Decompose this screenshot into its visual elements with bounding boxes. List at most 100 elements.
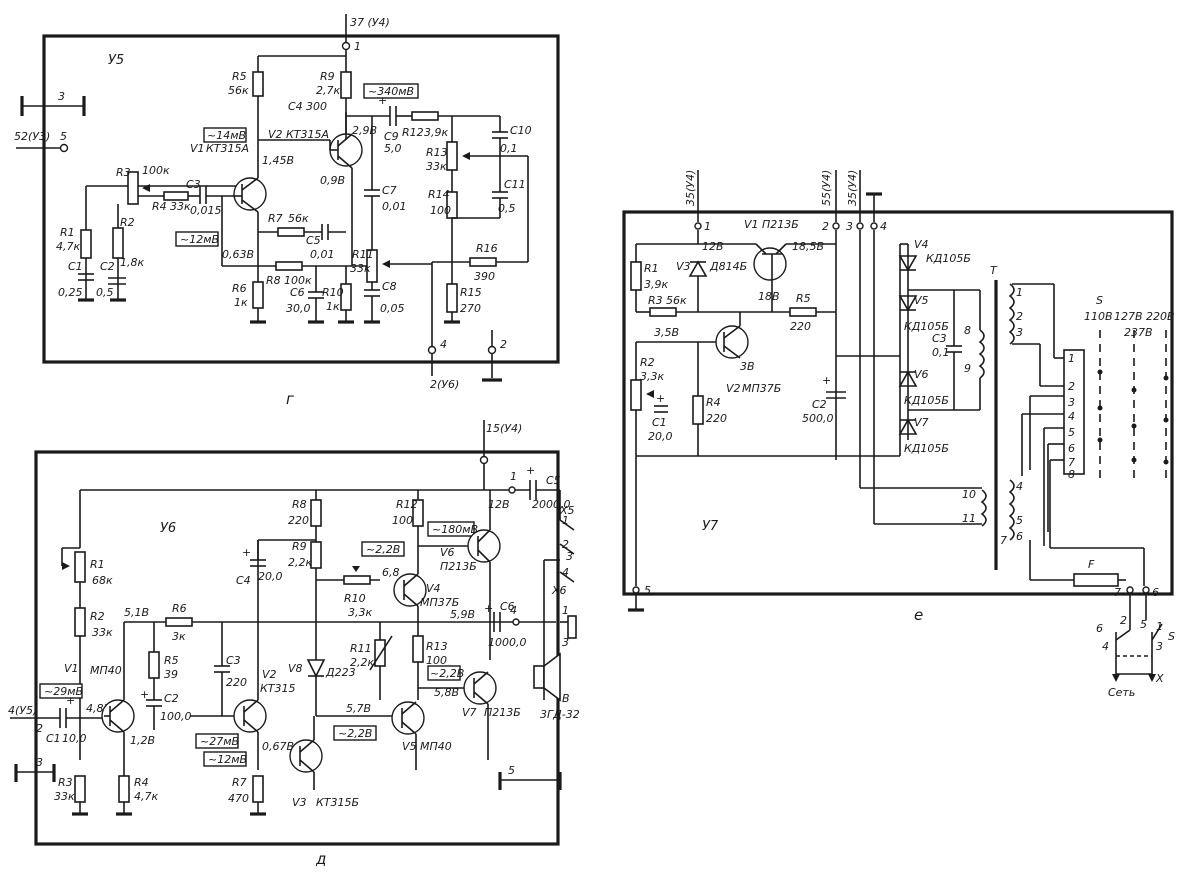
block-frame-y7	[622, 210, 1174, 596]
svg-text:7: 7	[1068, 456, 1075, 469]
svg-text:6: 6	[1016, 530, 1023, 543]
svg-text:100: 100	[392, 514, 413, 527]
switch-label: S	[1096, 294, 1103, 307]
svg-text:R10: R10	[344, 592, 366, 605]
svg-text:C3: C3	[932, 332, 947, 345]
input-pin-label-d: 2	[36, 722, 43, 735]
svg-text:2,7к: 2,7к	[316, 84, 340, 97]
tap-220: 220В	[1146, 310, 1175, 323]
transistor-v2-d	[233, 699, 267, 733]
svg-text:V6: V6	[914, 368, 929, 381]
svg-text:R12: R12	[396, 498, 418, 511]
transistor-v5-d	[391, 701, 425, 735]
out-pin-4-label: 4	[440, 338, 447, 351]
svg-text:30,0: 30,0	[286, 302, 311, 315]
pin-top-4: 4	[880, 220, 887, 233]
svg-text:5,8В: 5,8В	[434, 686, 459, 699]
svg-text:R1: R1	[90, 558, 105, 571]
svg-text:10: 10	[962, 488, 976, 501]
svg-text:R4: R4	[706, 396, 721, 409]
svg-text:Д814Б: Д814Б	[709, 260, 747, 273]
svg-text:0,5: 0,5	[498, 202, 516, 215]
tap-127: 127В	[1114, 310, 1143, 323]
svg-text:220: 220	[288, 514, 309, 527]
svg-text:КД105Б: КД105Б	[904, 320, 949, 333]
svg-text:56к: 56к	[666, 294, 687, 307]
svg-text:5,1В: 5,1В	[124, 606, 149, 619]
svg-text:R8: R8	[292, 498, 307, 511]
svg-text:300: 300	[306, 100, 327, 113]
diode-v8	[306, 659, 326, 678]
zener-v3	[688, 260, 708, 277]
svg-text:C3: C3	[186, 178, 201, 191]
switch-terminal-strip	[1063, 349, 1085, 475]
svg-text:4,7к: 4,7к	[134, 790, 158, 803]
svg-text:5: 5	[1016, 514, 1023, 527]
terminal-1	[341, 41, 351, 51]
input-label-d: 4(У5)	[8, 704, 37, 717]
svg-text:9: 9	[964, 362, 971, 375]
gnd-pin-5-label: 5	[508, 764, 515, 777]
transistor-v2-e	[715, 325, 749, 359]
svg-text:5,9В: 5,9В	[450, 608, 475, 621]
svg-text:КД105Б: КД105Б	[904, 442, 949, 455]
level-340mv: ~340мВ	[368, 85, 414, 98]
svg-text:3: 3	[562, 636, 569, 649]
svg-text:7: 7	[1000, 534, 1007, 547]
svg-text:C5: C5	[546, 474, 561, 487]
pin-bottom-7: 7	[1114, 586, 1121, 599]
transistor-v4-d	[393, 573, 427, 607]
svg-text:220: 220	[706, 412, 727, 425]
svg-text:0,5: 0,5	[96, 286, 114, 299]
svg-text:C4: C4	[236, 574, 251, 587]
svg-text:КД105Б: КД105Б	[904, 394, 949, 407]
svg-text:56к: 56к	[288, 212, 309, 225]
svg-text:3к: 3к	[172, 630, 186, 643]
svg-text:8: 8	[1068, 468, 1075, 481]
tap-110: 110В	[1084, 310, 1113, 323]
svg-text:1: 1	[562, 514, 569, 527]
top-label-2: 55(У4)	[820, 170, 833, 206]
svg-text:1к: 1к	[326, 300, 340, 313]
svg-text:3,5В: 3,5В	[654, 326, 679, 339]
pin-3-label: 3	[58, 90, 65, 103]
svg-text:R2: R2	[120, 216, 135, 229]
gnd-pin-3-label: 3	[36, 756, 43, 769]
svg-text:3,9к: 3,9к	[644, 278, 668, 291]
svg-text:R15: R15	[460, 286, 482, 299]
svg-text:R1: R1	[60, 226, 75, 239]
svg-text:V2: V2	[268, 128, 283, 141]
svg-text:П213Б: П213Б	[484, 706, 521, 719]
svg-text:+: +	[484, 602, 493, 615]
svg-text:0,01: 0,01	[310, 248, 335, 261]
svg-text:~2,2В: ~2,2В	[338, 727, 372, 740]
svg-text:КД105Б: КД105Б	[926, 252, 971, 265]
fuse-label: F	[1088, 558, 1095, 571]
svg-text:C3: C3	[226, 654, 241, 667]
svg-text:Д223: Д223	[325, 666, 356, 679]
svg-text:МП37Б: МП37Б	[742, 382, 781, 395]
svg-text:2: 2	[1068, 380, 1075, 393]
transistor-v3-d	[289, 739, 323, 773]
svg-text:6: 6	[1068, 442, 1075, 455]
pin-top-2: 2	[822, 220, 829, 233]
svg-text:П213Б: П213Б	[762, 218, 799, 231]
svg-text:270: 270	[460, 302, 481, 315]
svg-text:МП40: МП40	[90, 664, 122, 677]
svg-text:V6: V6	[440, 546, 455, 559]
caption-d: д	[315, 850, 326, 868]
svg-text:R4: R4	[134, 776, 149, 789]
fuse-f	[1073, 573, 1119, 587]
pin-top-3: 3	[846, 220, 853, 233]
svg-text:V1: V1	[64, 662, 79, 675]
svg-text:2,2к: 2,2к	[288, 556, 312, 569]
svg-text:0,01: 0,01	[382, 200, 407, 213]
svg-text:R13: R13	[426, 640, 448, 653]
svg-text:V5: V5	[914, 294, 929, 307]
svg-text:~29мВ: ~29мВ	[44, 685, 83, 698]
svg-text:470: 470	[228, 792, 249, 805]
svg-text:+: +	[656, 392, 665, 405]
pin-1-label: 1	[354, 40, 361, 53]
svg-text:33к: 33к	[92, 626, 113, 639]
svg-text:6: 6	[1096, 622, 1103, 635]
